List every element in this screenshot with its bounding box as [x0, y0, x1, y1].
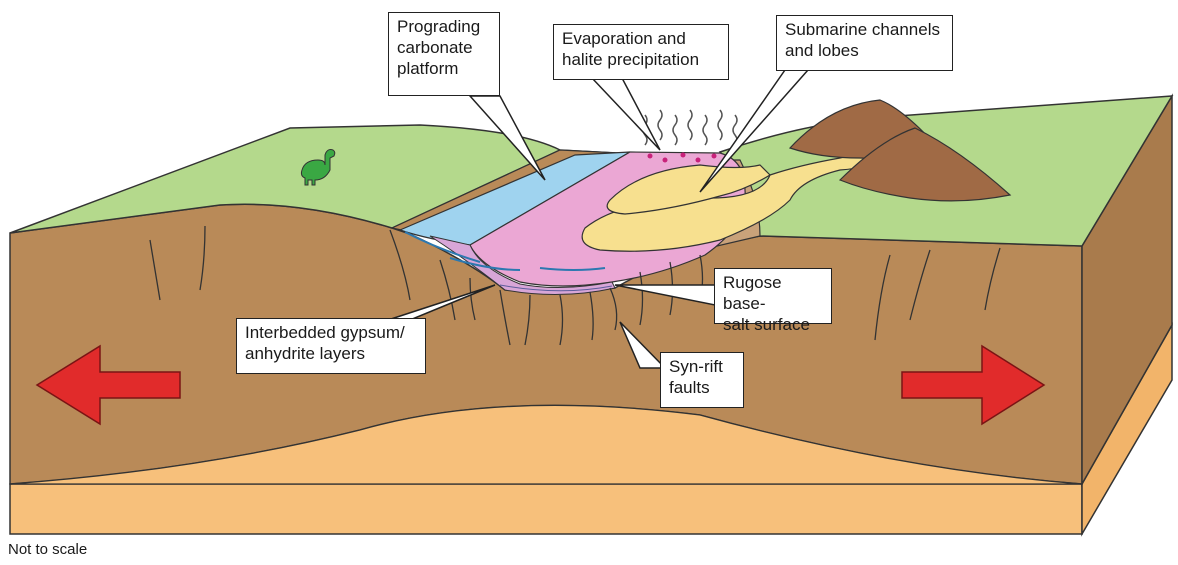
label-prograding-carbonate-platform: Prograding carbonate platform	[388, 12, 500, 96]
label-syn-rift-faults: Syn-rift faults	[660, 352, 744, 408]
label-rugose-base-salt: Rugose base- salt surface	[714, 268, 832, 324]
footnote-not-to-scale: Not to scale	[8, 541, 87, 558]
label-evaporation-halite: Evaporation and halite precipitation	[553, 24, 729, 80]
label-gypsum-anhydrite: Interbedded gypsum/ anhydrite layers	[236, 318, 426, 374]
label-submarine-channels: Submarine channels and lobes	[776, 15, 953, 71]
basement-layer-front	[10, 484, 1082, 534]
evaporation-wisps	[643, 110, 737, 145]
